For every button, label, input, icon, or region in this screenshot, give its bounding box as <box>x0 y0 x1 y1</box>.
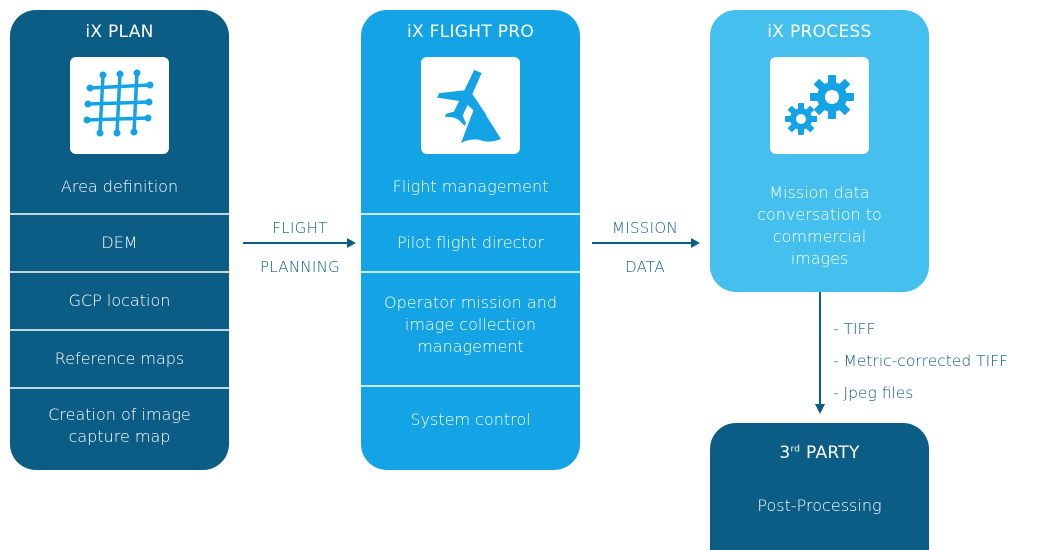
flight-item-system-control: System control <box>410 410 531 429</box>
flight-divider <box>361 213 580 215</box>
plan-divider <box>10 329 229 331</box>
ix-plan-title: iX PLAN <box>85 22 154 42</box>
third-party-item-post-processing: Post-Processing <box>757 496 882 515</box>
flight-divider <box>361 271 580 273</box>
right-arrow-icon <box>592 238 700 248</box>
right-arrow-icon <box>243 238 356 248</box>
flight-item-management: Flight management <box>392 177 549 196</box>
third-party-panel: 3rd PARTY Post-Processing <box>710 423 929 550</box>
down-arrow-icon <box>815 292 825 414</box>
format-metric-tiff: - Metric-corrected TIFF <box>833 352 1009 370</box>
ix-flight-pro-title: iX FLIGHT PRO <box>406 22 535 42</box>
mission-data-label-top: MISSION <box>612 219 678 237</box>
plan-item-gcp-location: GCP location <box>68 291 171 310</box>
ix-flight-pro-panel: iX FLIGHT PRO Flight management Pilot fl… <box>361 10 580 470</box>
ix-process-panel: iX PROCESS <box>710 10 929 292</box>
plan-divider <box>10 387 229 389</box>
flight-planning-label-bottom: PLANNING <box>259 258 341 276</box>
plan-item-area-definition: Area definition <box>60 177 179 196</box>
format-tiff: - TIFF <box>833 320 876 338</box>
ix-plan-panel: iX PLAN Area definition DEM GCP loca <box>10 10 229 470</box>
flight-item-pilot-director: Pilot flight director <box>396 233 545 252</box>
plan-divider <box>10 213 229 215</box>
airplane-icon <box>421 57 520 154</box>
grid-icon <box>70 57 169 154</box>
mission-data-label-bottom: DATA <box>625 258 665 276</box>
plan-item-capture-map: Creation of image capture map <box>48 405 191 446</box>
flight-divider <box>361 385 580 387</box>
ix-process-title: iX PROCESS <box>767 22 872 42</box>
flight-planning-label-top: FLIGHT <box>272 219 328 237</box>
third-party-title: 3rd PARTY <box>779 443 860 463</box>
flight-item-operator-mission: Operator mission and image collection ma… <box>384 293 557 356</box>
process-item-conversion: Mission data conversation to commercial … <box>757 183 882 268</box>
plan-item-dem: DEM <box>101 233 138 252</box>
plan-divider <box>10 271 229 273</box>
format-jpeg: - Jpeg files <box>833 384 914 402</box>
gears-icon <box>770 57 869 154</box>
plan-item-reference-maps: Reference maps <box>54 349 185 368</box>
